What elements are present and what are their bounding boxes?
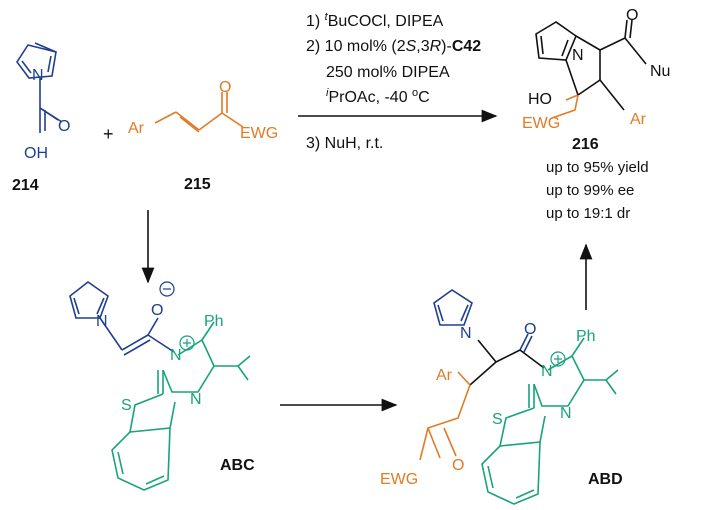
condition-solvent: iPrOAc, -40 oC (326, 87, 430, 106)
dr-text: up to 19:1 dr (546, 205, 630, 222)
n-atom-abc: N (96, 313, 108, 330)
s-atom-abd: S (492, 411, 503, 428)
ewg-abd: EWG (380, 471, 418, 488)
condition-3: 3) NuH, r.t. (306, 135, 383, 152)
o-atom-abd: O (524, 321, 536, 338)
minus-charge-abc (159, 281, 175, 297)
label-214: 214 (12, 177, 39, 194)
o-atom-215: O (219, 79, 231, 96)
n-plus-abd: N (541, 363, 553, 380)
o-atom-214: O (58, 118, 70, 135)
intermediate-abc-structure (69, 281, 251, 491)
o-atom-216: O (626, 7, 638, 24)
label-abc: ABC (220, 457, 255, 474)
n-atom-abd: N (460, 325, 472, 342)
ar-abd: Ar (436, 367, 453, 384)
plus-charge-abd (550, 351, 566, 367)
n-atom-216: N (572, 47, 584, 64)
ph-abc: Ph (204, 313, 224, 330)
o-atom-abc: O (151, 302, 163, 319)
n-ring-abc: N (190, 391, 202, 408)
n-plus-abc: N (170, 347, 182, 364)
plus-charge-abc (179, 335, 195, 351)
o-ester-abd: O (452, 457, 464, 474)
product-216-structure (535, 19, 647, 119)
condition-1: 1) tBuCOCl, DIPEA (306, 11, 444, 30)
n-atom-214: N (32, 67, 44, 84)
compound-214-structure (16, 42, 63, 133)
yield-text: up to 95% yield (546, 159, 649, 176)
ph-abd: Ph (576, 328, 596, 345)
compound-215-structure (154, 92, 244, 133)
n-ring-abd: N (560, 405, 572, 422)
ar-216: Ar (630, 111, 647, 128)
ho-216: HO (528, 91, 552, 108)
condition-2: 2) 10 mol% (2S,3R)-C42 (306, 38, 481, 55)
intermediate-abd-structure (419, 289, 619, 505)
s-atom-abc: S (121, 397, 132, 414)
nu-216: Nu (650, 63, 670, 80)
label-216: 216 (572, 136, 599, 153)
label-215: 215 (184, 176, 211, 193)
plus-sign: + (103, 124, 114, 144)
oh-atom-214: OH (24, 145, 48, 162)
ewg-215: EWG (240, 125, 278, 142)
ee-text: up to 99% ee (546, 182, 634, 199)
ewg-216: EWG (522, 115, 560, 132)
label-abd: ABD (588, 471, 623, 488)
condition-base: 250 mol% DIPEA (326, 64, 450, 81)
ar-215: Ar (128, 120, 145, 137)
